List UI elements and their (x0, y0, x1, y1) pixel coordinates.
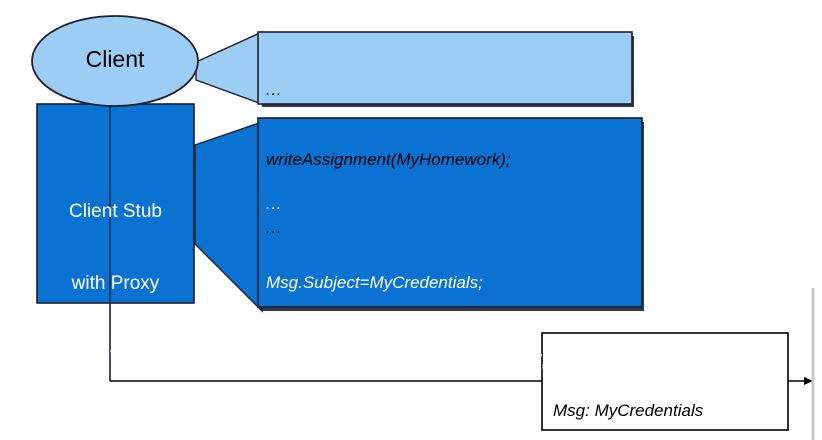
client-ellipse[interactable] (31, 15, 199, 107)
msg-box[interactable] (541, 332, 789, 431)
callout-top-tail (195, 30, 263, 105)
client-stub-box[interactable] (36, 103, 195, 304)
callout-main-box[interactable] (257, 117, 643, 308)
callout-main-tail (194, 121, 263, 313)
callout-top-box[interactable] (257, 31, 633, 105)
